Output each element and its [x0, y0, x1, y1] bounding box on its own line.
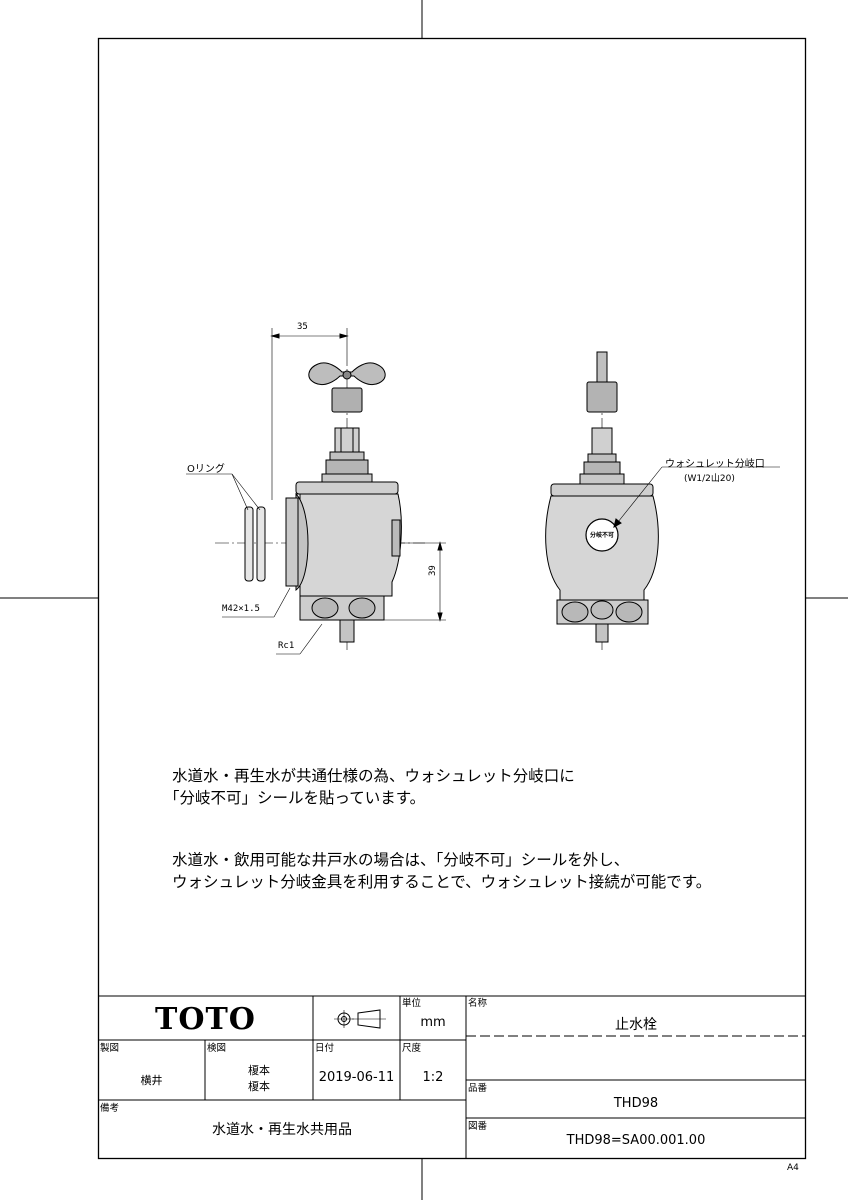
- unit-value: mm: [420, 1015, 446, 1030]
- note-line-3: 水道水・飲用可能な井戸水の場合は、「分岐不可」シールを外し、: [172, 851, 630, 869]
- sheet-size: A4: [787, 1163, 799, 1173]
- checked-label: 検図: [207, 1043, 227, 1054]
- title-block-grid: [98, 995, 806, 1158]
- callout-washlet-port: ウォシュレット分岐口: [665, 459, 765, 470]
- side-view: [545, 351, 780, 650]
- note-line-4: ウォシュレット分岐金具を利用することで、ウォシュレット接続が可能です。: [172, 873, 712, 891]
- unit-label: 単位: [402, 998, 422, 1009]
- dim-pipe-thread: Rc1: [278, 641, 295, 651]
- projection-symbol-icon: [334, 1009, 386, 1029]
- dim-width-top: 35: [297, 322, 308, 332]
- checked-value-1: 榎本: [248, 1064, 270, 1077]
- remarks-value: 水道水・再生水共用品: [212, 1122, 352, 1138]
- toto-logo: TOTO: [155, 1002, 256, 1037]
- scale-value: 1:2: [422, 1070, 444, 1085]
- scale-label: 尺度: [402, 1043, 422, 1054]
- note-line-2: 「分岐不可」シールを貼っています。: [164, 789, 426, 807]
- drawn-value: 横井: [140, 1074, 163, 1087]
- drawing-no-value: THD98=SA00.001.00: [566, 1133, 706, 1148]
- dim-thread-size: M42×1.5: [222, 604, 260, 614]
- name-label: 名称: [468, 998, 488, 1009]
- part-label: 品番: [468, 1083, 488, 1094]
- drawn-label: 製図: [100, 1043, 120, 1054]
- date-label: 日付: [315, 1043, 335, 1054]
- note-line-1: 水道水・再生水が共通仕様の為、ウォシュレット分岐口に: [172, 767, 575, 785]
- part-value: THD98: [613, 1096, 659, 1111]
- remarks-label: 備考: [100, 1103, 120, 1114]
- front-view: [186, 328, 446, 655]
- callout-washlet-port-spec: (W1/2山20): [684, 474, 735, 484]
- checked-value-2: 榎本: [248, 1080, 270, 1093]
- name-value: 止水栓: [615, 1017, 657, 1033]
- dim-height-right: 39: [428, 565, 438, 576]
- seal-label: 分岐不可: [589, 532, 614, 539]
- callout-o-ring: Oリング: [187, 464, 225, 475]
- date-value: 2019-06-11: [318, 1070, 395, 1085]
- drawing-no-label: 図番: [468, 1121, 488, 1132]
